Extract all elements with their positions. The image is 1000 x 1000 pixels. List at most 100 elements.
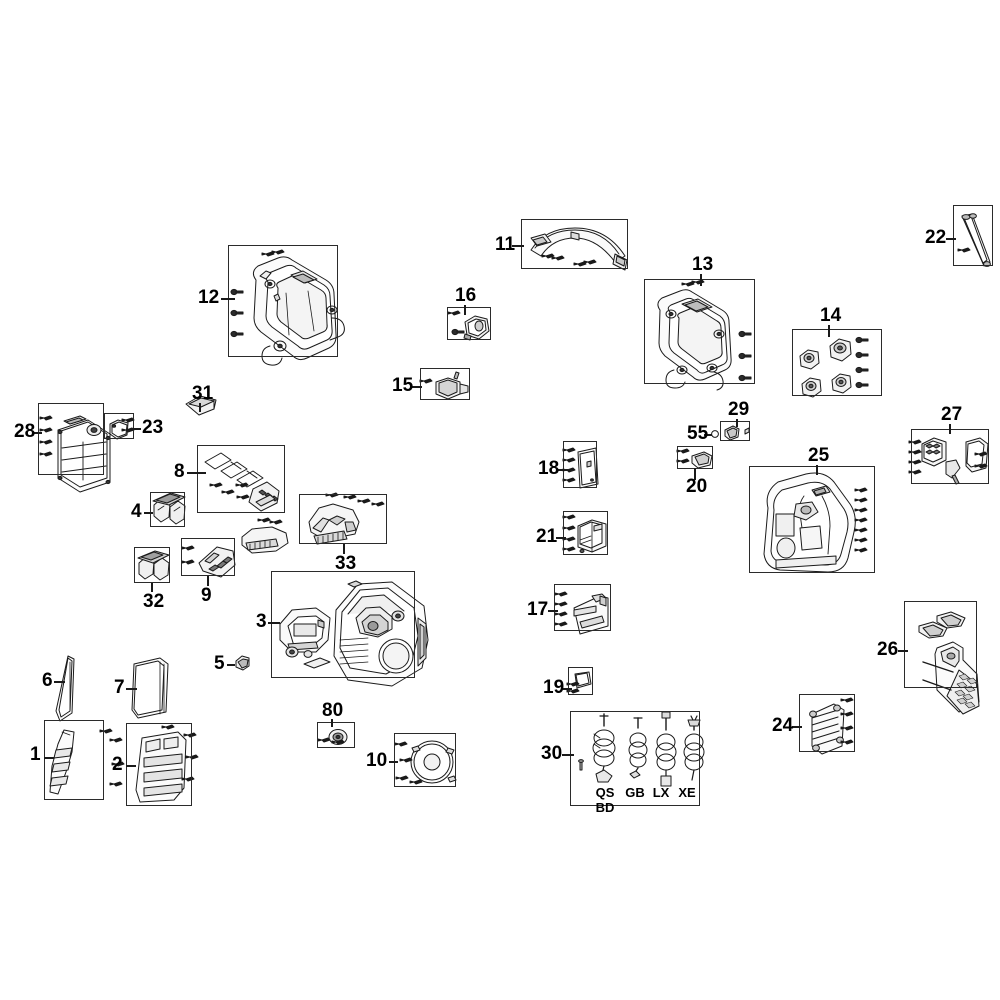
part-box-16: [447, 307, 491, 340]
leader-23: [131, 428, 141, 430]
callout-label-33: 33: [335, 553, 357, 574]
leader-32: [151, 583, 153, 592]
leader-15: [412, 386, 422, 388]
part-box-3: [271, 571, 415, 678]
callout-label-13: 13: [692, 254, 714, 275]
callout-label-18: 18: [538, 458, 560, 479]
leader-11: [512, 245, 524, 247]
callout-label-32: 32: [143, 591, 165, 612]
variant-line-bd: BD: [595, 800, 615, 815]
leader-3: [268, 622, 280, 624]
leader-5: [227, 664, 235, 666]
variant-caption-lx: LX: [649, 786, 673, 799]
leader-20: [694, 468, 696, 480]
leader-22: [946, 238, 956, 240]
leader-4: [144, 512, 153, 514]
callout-label-31: 31: [192, 383, 214, 404]
leader-18: [558, 469, 568, 471]
callout-label-21: 21: [536, 526, 558, 547]
callout-label-9: 9: [201, 585, 212, 606]
callout-label-19: 19: [543, 677, 565, 698]
leader-1: [44, 757, 54, 759]
callout-label-15: 15: [392, 375, 414, 396]
part-box-1: [44, 720, 104, 800]
variant-line-lx: LX: [652, 785, 670, 800]
leader-30: [562, 754, 574, 756]
part-box-30: [570, 711, 700, 806]
leader-28: [32, 432, 42, 434]
leader-24: [792, 726, 802, 728]
leader-25: [816, 465, 818, 475]
leader-9: [207, 576, 209, 586]
part-box-21: [563, 511, 608, 555]
leader-26: [898, 650, 908, 652]
part-box-80: [317, 722, 355, 748]
callout-label-10: 10: [366, 750, 388, 771]
callout-label-55: 55: [687, 423, 709, 444]
leader-33: [343, 544, 345, 554]
callout-label-4: 4: [131, 501, 142, 522]
leader-27: [949, 424, 951, 434]
part-box-29: [720, 421, 750, 441]
part-box-17: [554, 584, 611, 631]
callout-label-3: 3: [256, 611, 267, 632]
part-box-33: [299, 494, 387, 544]
callout-label-24: 24: [772, 715, 794, 736]
part-box-14: [792, 329, 882, 396]
leader-13: [700, 274, 702, 286]
callout-label-8: 8: [174, 461, 185, 482]
part-box-9: [181, 538, 235, 576]
part-box-11: [521, 219, 628, 269]
part-box-19: [568, 667, 593, 695]
leader-14: [828, 325, 830, 337]
part-box-24: [799, 694, 855, 752]
leader-7: [126, 688, 137, 690]
variant-caption-qs-bd: QS BD: [591, 786, 619, 814]
part-box-26: [904, 601, 977, 688]
part-box-2: [126, 723, 192, 806]
part-box-18: [563, 441, 597, 488]
leader-31: [199, 403, 201, 412]
leader-6: [54, 681, 65, 683]
callout-label-11: 11: [495, 234, 516, 255]
callout-label-14: 14: [820, 305, 842, 326]
callout-label-25: 25: [808, 445, 830, 466]
callout-label-23: 23: [142, 417, 164, 438]
leader-8: [187, 472, 206, 474]
part-box-4: [150, 492, 185, 527]
part-box-10: [394, 733, 456, 787]
part-box-25: [749, 466, 875, 573]
leader-2: [126, 765, 136, 767]
callout-label-27: 27: [941, 404, 963, 425]
callout-label-6: 6: [42, 670, 53, 691]
part-box-22: [953, 205, 993, 266]
callout-label-30: 30: [541, 743, 563, 764]
variant-line-gb: GB: [625, 785, 645, 800]
leader-55: [704, 434, 712, 436]
leader-16: [464, 305, 466, 315]
leader-10: [389, 761, 398, 763]
leader-17: [548, 610, 558, 612]
callout-label-2: 2: [112, 754, 123, 775]
callout-label-12: 12: [198, 287, 220, 308]
callout-label-26: 26: [877, 639, 899, 660]
variant-caption-gb: GB: [622, 786, 648, 799]
part-box-13: [644, 279, 755, 384]
callout-label-1: 1: [30, 744, 41, 765]
leader-21: [556, 537, 566, 539]
callout-label-22: 22: [925, 227, 947, 248]
callout-label-80: 80: [322, 700, 344, 721]
part-box-20: [677, 446, 713, 469]
part-box-27: [911, 429, 989, 484]
part-box-12: [228, 245, 338, 357]
part-box-28: [38, 403, 104, 475]
callout-label-16: 16: [455, 285, 477, 306]
variant-line-qs: QS: [595, 785, 615, 800]
leader-80: [331, 719, 333, 727]
callout-label-7: 7: [114, 677, 125, 698]
variant-line-xe: XE: [678, 785, 696, 800]
variant-caption-xe: XE: [675, 786, 699, 799]
part-box-15: [420, 368, 470, 400]
